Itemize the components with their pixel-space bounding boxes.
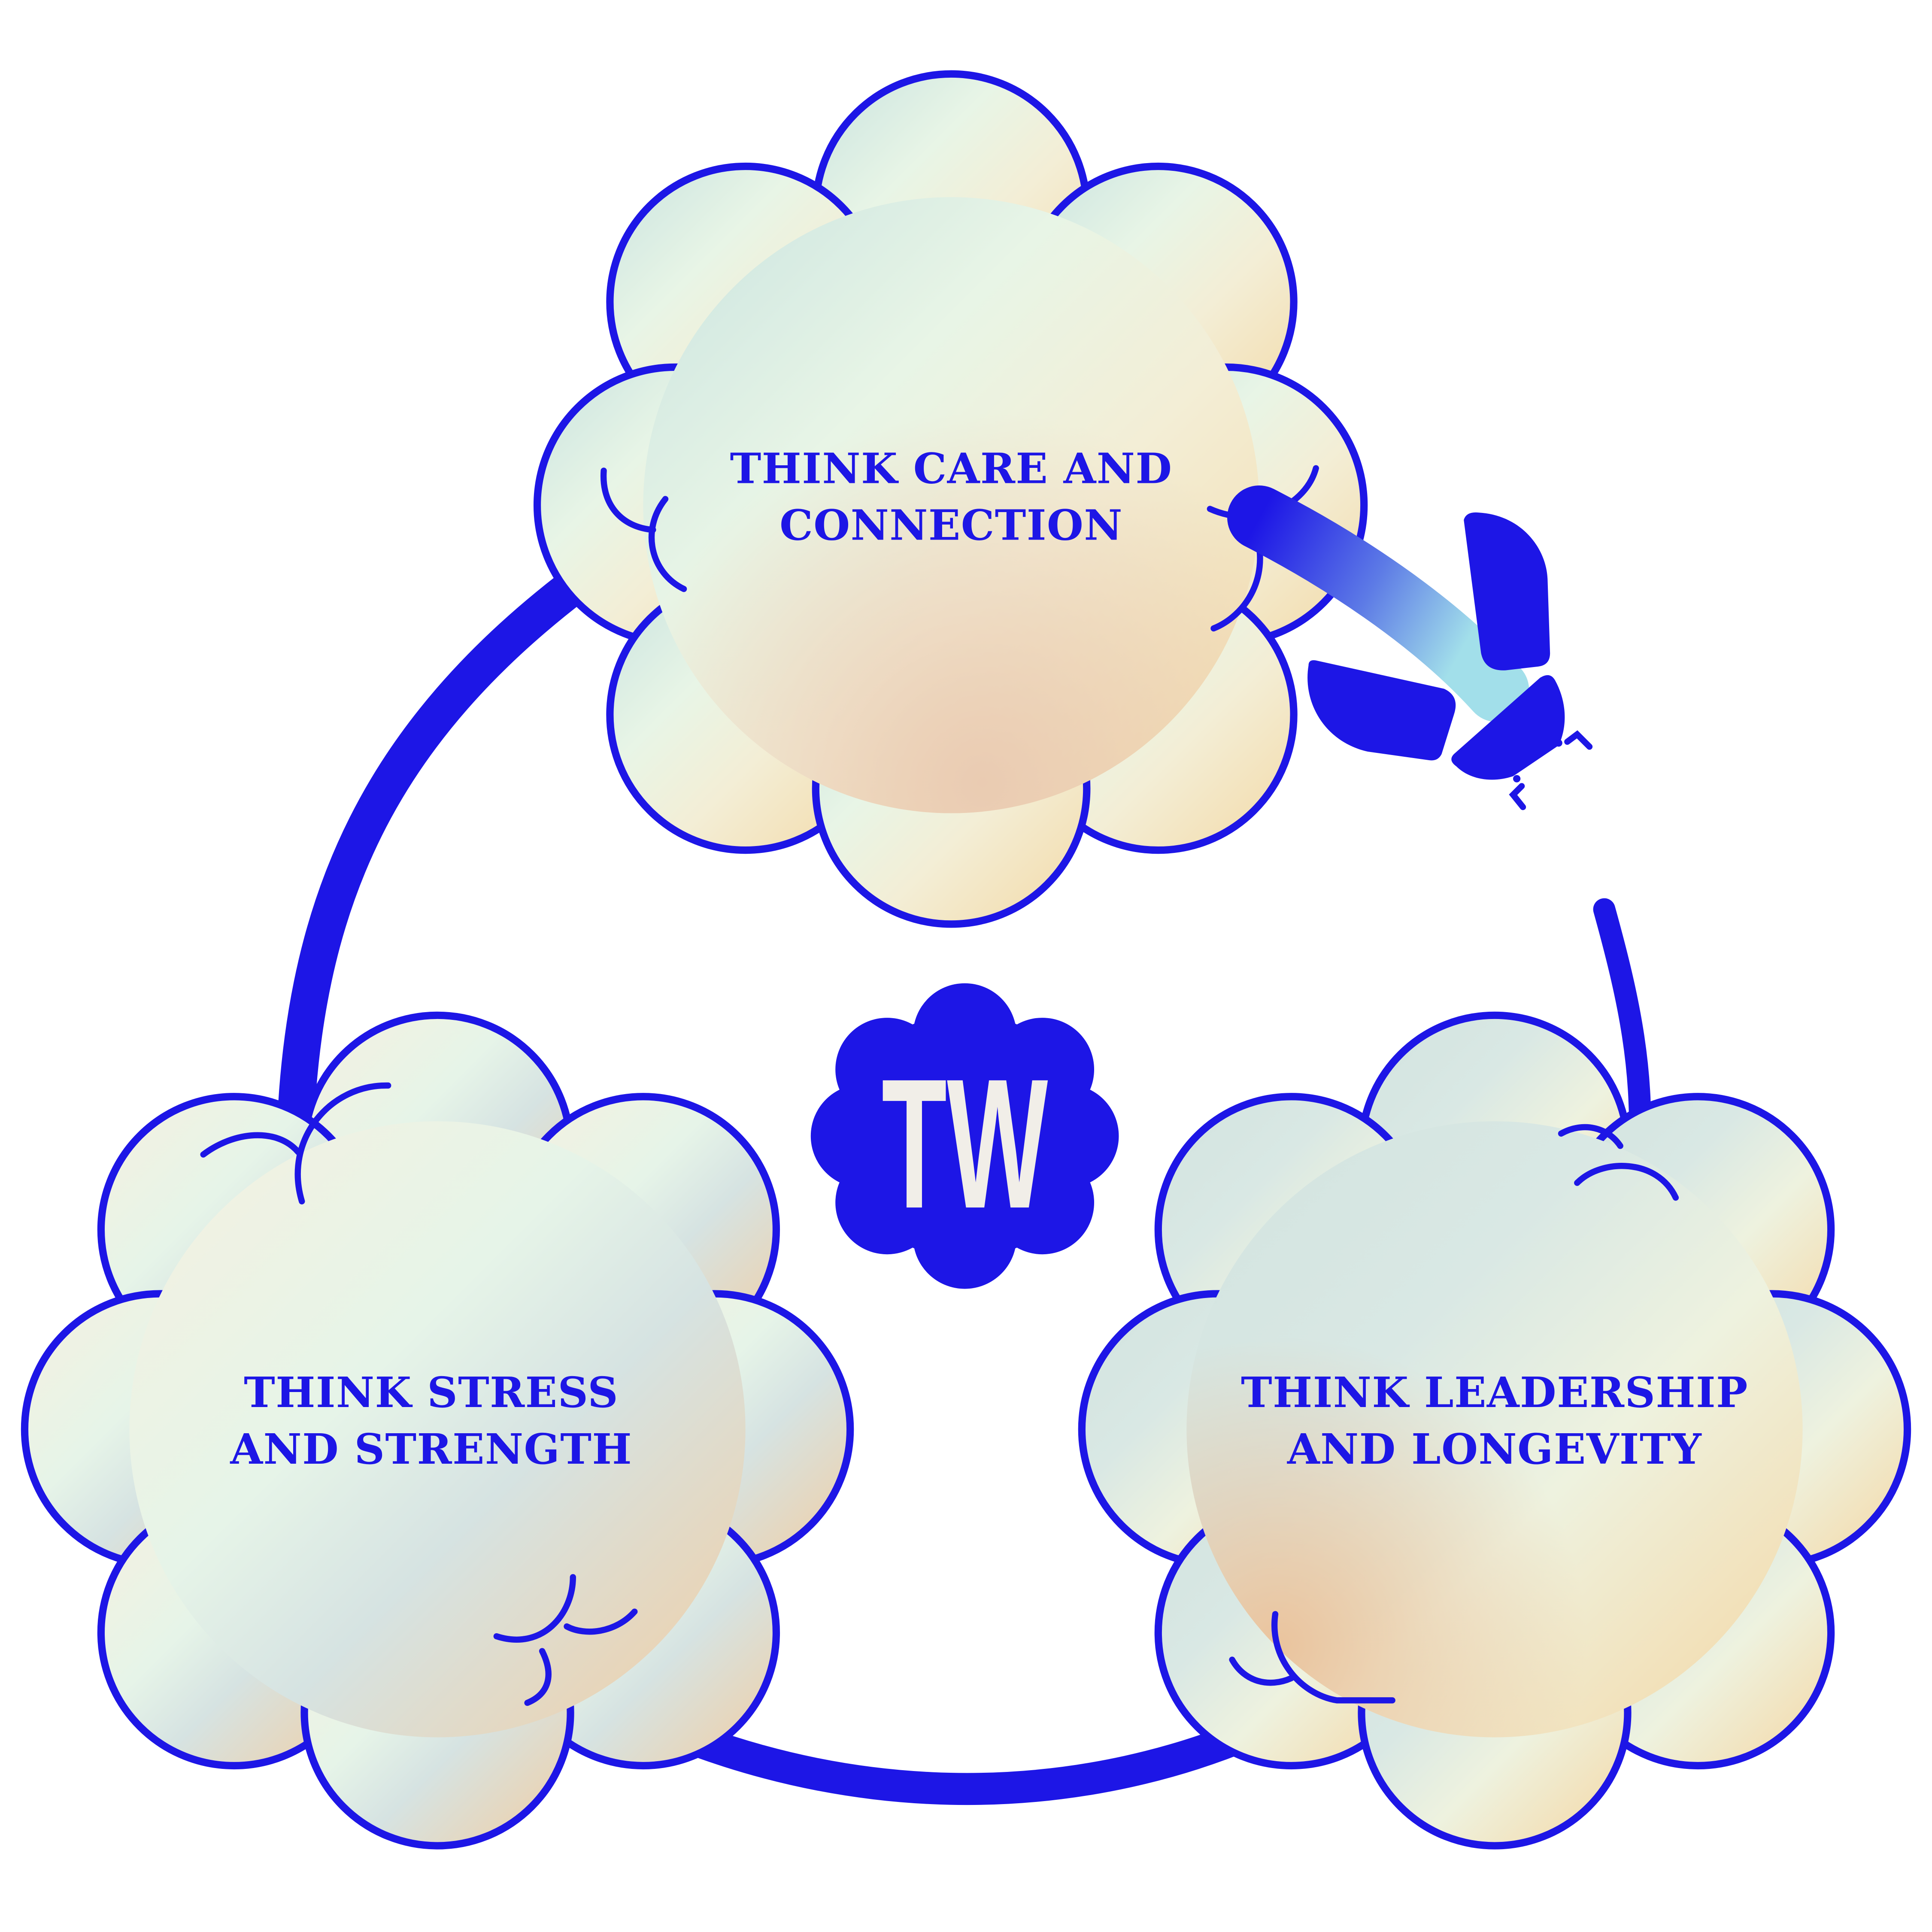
broken-arrow-care-to-leadership (1227, 485, 1593, 810)
curl-decoration (1229, 1656, 1295, 1686)
curl-decoration (1558, 1124, 1623, 1149)
cloud-stress-strength[interactable]: THINK STRESS AND STRENGTH (21, 1011, 854, 1850)
curl-decoration (649, 496, 687, 592)
arrow-shard-head (1451, 675, 1565, 780)
label-stress-line2: AND STRENGTH (230, 1425, 632, 1474)
curl-decoration (493, 1574, 576, 1643)
logo-text: TW (882, 1040, 1049, 1247)
cloud-care-connection[interactable]: THINK CARE AND CONNECTION (533, 70, 1368, 928)
debris-dot (1555, 739, 1562, 747)
label-leadership-line1: THINK LEADERSHIP (1241, 1368, 1748, 1417)
arrow-gradient-segment (1227, 485, 1529, 722)
label-care-line2: CONNECTION (779, 500, 1123, 550)
arrow-stress-to-care (277, 511, 672, 1140)
debris-mark (1564, 730, 1593, 750)
cloud-shape (1078, 1011, 1911, 1850)
curl-decoration (600, 467, 656, 533)
arrow-shard-upper (1464, 512, 1550, 670)
curl-decoration (1574, 1163, 1679, 1201)
arrow-shard-lower (1307, 660, 1456, 761)
curl-decoration (200, 1132, 301, 1158)
label-leadership-line2: AND LONGEVITY (1287, 1425, 1702, 1474)
label-care-line1: THINK CARE AND (730, 444, 1173, 493)
debris-mark (1509, 783, 1526, 810)
curl-decoration (294, 1082, 391, 1204)
curl-decoration (564, 1608, 638, 1635)
curl-decoration (524, 1648, 552, 1706)
debris-dot (1513, 775, 1521, 783)
cloud-shape (533, 70, 1368, 928)
curl-decoration (1271, 1611, 1395, 1704)
flower-badge-icon (810, 983, 1119, 1289)
cloud-shape (21, 1011, 854, 1850)
cloud-leadership-longevity[interactable]: THINK LEADERSHIP AND LONGEVITY (1078, 1011, 1911, 1850)
tw-logo: TW (810, 983, 1119, 1289)
label-stress-line1: THINK STRESS (244, 1368, 619, 1417)
